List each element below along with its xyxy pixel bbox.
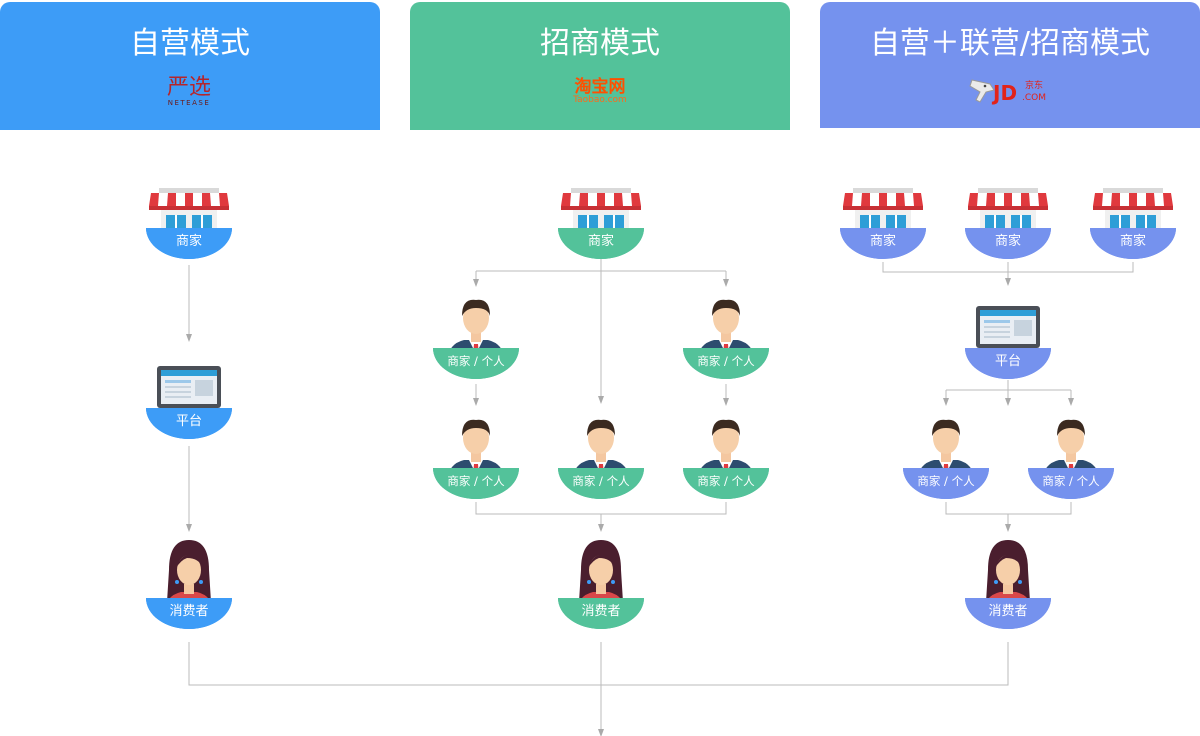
- col1-merchant-label-band: [146, 228, 232, 259]
- laptop-icon: [147, 366, 231, 412]
- col3-platform-label-band: [965, 348, 1051, 379]
- col3-seller-left-label-band: [903, 468, 989, 499]
- col2-seller-top-right: 商家 / 个人: [683, 299, 769, 379]
- col2-seller-top-right-label-band: [683, 348, 769, 379]
- col2-merge: [475, 502, 727, 515]
- col2-seller-bottom-left: 商家 / 个人: [433, 419, 519, 499]
- col2-seller-bottom-right-label: 商家 / 个人: [697, 474, 755, 488]
- col2-seller-top-left-label: 商家 / 个人: [447, 354, 505, 368]
- yanxuan-logo: 严选 NETEASE: [0, 74, 380, 108]
- col3-merchant-2: 商家: [965, 188, 1051, 259]
- laptop-icon: [966, 306, 1050, 352]
- col3-seller-right: 商家 / 个人: [1028, 419, 1114, 499]
- header-hybrid-model: 自营＋联营/招商模式 JD 京东 .COM: [820, 2, 1200, 128]
- jd-logo: JD 京东 .COM: [820, 74, 1200, 108]
- logo-text: 淘宝网: [575, 76, 626, 97]
- col3-platform: 平台: [965, 306, 1051, 379]
- col3-seller-right-label-band: [1028, 468, 1114, 499]
- col1-platform: 平台: [146, 366, 232, 439]
- col2-seller-bottom-center-label-band: [558, 468, 644, 499]
- bottom-merge: [188, 642, 1009, 686]
- col3-consumer-label-band: [965, 598, 1051, 629]
- col1-consumer-label: 消费者: [169, 604, 208, 619]
- col1-platform-label-band: [146, 408, 232, 439]
- col2-seller-bottom-center-label: 商家 / 个人: [572, 474, 630, 488]
- col2-seller-top-left: 商家 / 个人: [433, 299, 519, 379]
- col3-merchant-3-label: 商家: [1120, 233, 1146, 249]
- logo-text: 严选: [167, 75, 211, 100]
- col3-merge: [945, 502, 1072, 515]
- logo-sub: .COM: [1022, 93, 1046, 103]
- col1-consumer-label-band: [146, 598, 232, 629]
- logo-sub: Taobao.com: [572, 95, 627, 105]
- col3-merchant-3-label-band: [1090, 228, 1176, 259]
- col3-merchant-1: 商家: [840, 188, 926, 259]
- col3-consumer: 消费者: [965, 540, 1051, 629]
- col3-merchant-2-label: 商家: [995, 233, 1021, 249]
- col1-consumer: 消费者: [146, 540, 232, 629]
- col2-seller-bottom-right-label-band: [683, 468, 769, 499]
- col1-merchant: 商家: [146, 188, 232, 259]
- col3-merchant-1-label-band: [840, 228, 926, 259]
- logo-text-cn: 京东: [1025, 79, 1043, 91]
- col3-merchant-2-label-band: [965, 228, 1051, 259]
- header-title: 自营模式: [130, 26, 250, 61]
- header-title: 招商模式: [540, 26, 660, 61]
- logo-text: JD: [991, 81, 1017, 105]
- col2-seller-top-left-label-band: [433, 348, 519, 379]
- col2-seller-bottom-left-label: 商家 / 个人: [447, 474, 505, 488]
- col2-seller-bottom-left-label-band: [433, 468, 519, 499]
- col2-merchant-label-band: [558, 228, 644, 259]
- col2-consumer-label-band: [558, 598, 644, 629]
- col2-consumer: 消费者: [558, 540, 644, 629]
- col3-consumer-label: 消费者: [988, 604, 1027, 619]
- logo-sub: NETEASE: [168, 99, 211, 107]
- diagram-nodes: 商家平台消费者商家商家 / 个人商家 / 个人商家 / 个人商家 / 个人商家 …: [146, 188, 1176, 629]
- jd-dog-icon: [969, 79, 995, 103]
- col3-merchant-3: 商家: [1090, 188, 1176, 259]
- col3-platform-label: 平台: [995, 354, 1021, 369]
- col2-merchant: 商家: [558, 188, 644, 259]
- col3-seller-left-label: 商家 / 个人: [917, 474, 975, 488]
- col3-merchant-1-label: 商家: [870, 233, 896, 249]
- col1-platform-label: 平台: [176, 414, 202, 429]
- col3-seller-left: 商家 / 个人: [903, 419, 989, 499]
- header-merchant-model: 招商模式 淘宝网 Taobao.com: [410, 2, 790, 130]
- col1-merchant-label: 商家: [176, 233, 202, 249]
- col2-consumer-label: 消费者: [581, 604, 620, 619]
- col2-seller-bottom-center: 商家 / 个人: [558, 419, 644, 499]
- connector-lines: [186, 258, 1134, 736]
- header-self-operated: 自营模式 严选 NETEASE: [0, 2, 380, 130]
- col2-seller-top-right-label: 商家 / 个人: [697, 354, 755, 368]
- taobao-logo: 淘宝网 Taobao.com: [410, 74, 790, 108]
- col2-merchant-label: 商家: [588, 233, 614, 249]
- header-title: 自营＋联营/招商模式: [869, 26, 1151, 61]
- col3-seller-right-label: 商家 / 个人: [1042, 474, 1100, 488]
- col2-seller-bottom-right: 商家 / 个人: [683, 419, 769, 499]
